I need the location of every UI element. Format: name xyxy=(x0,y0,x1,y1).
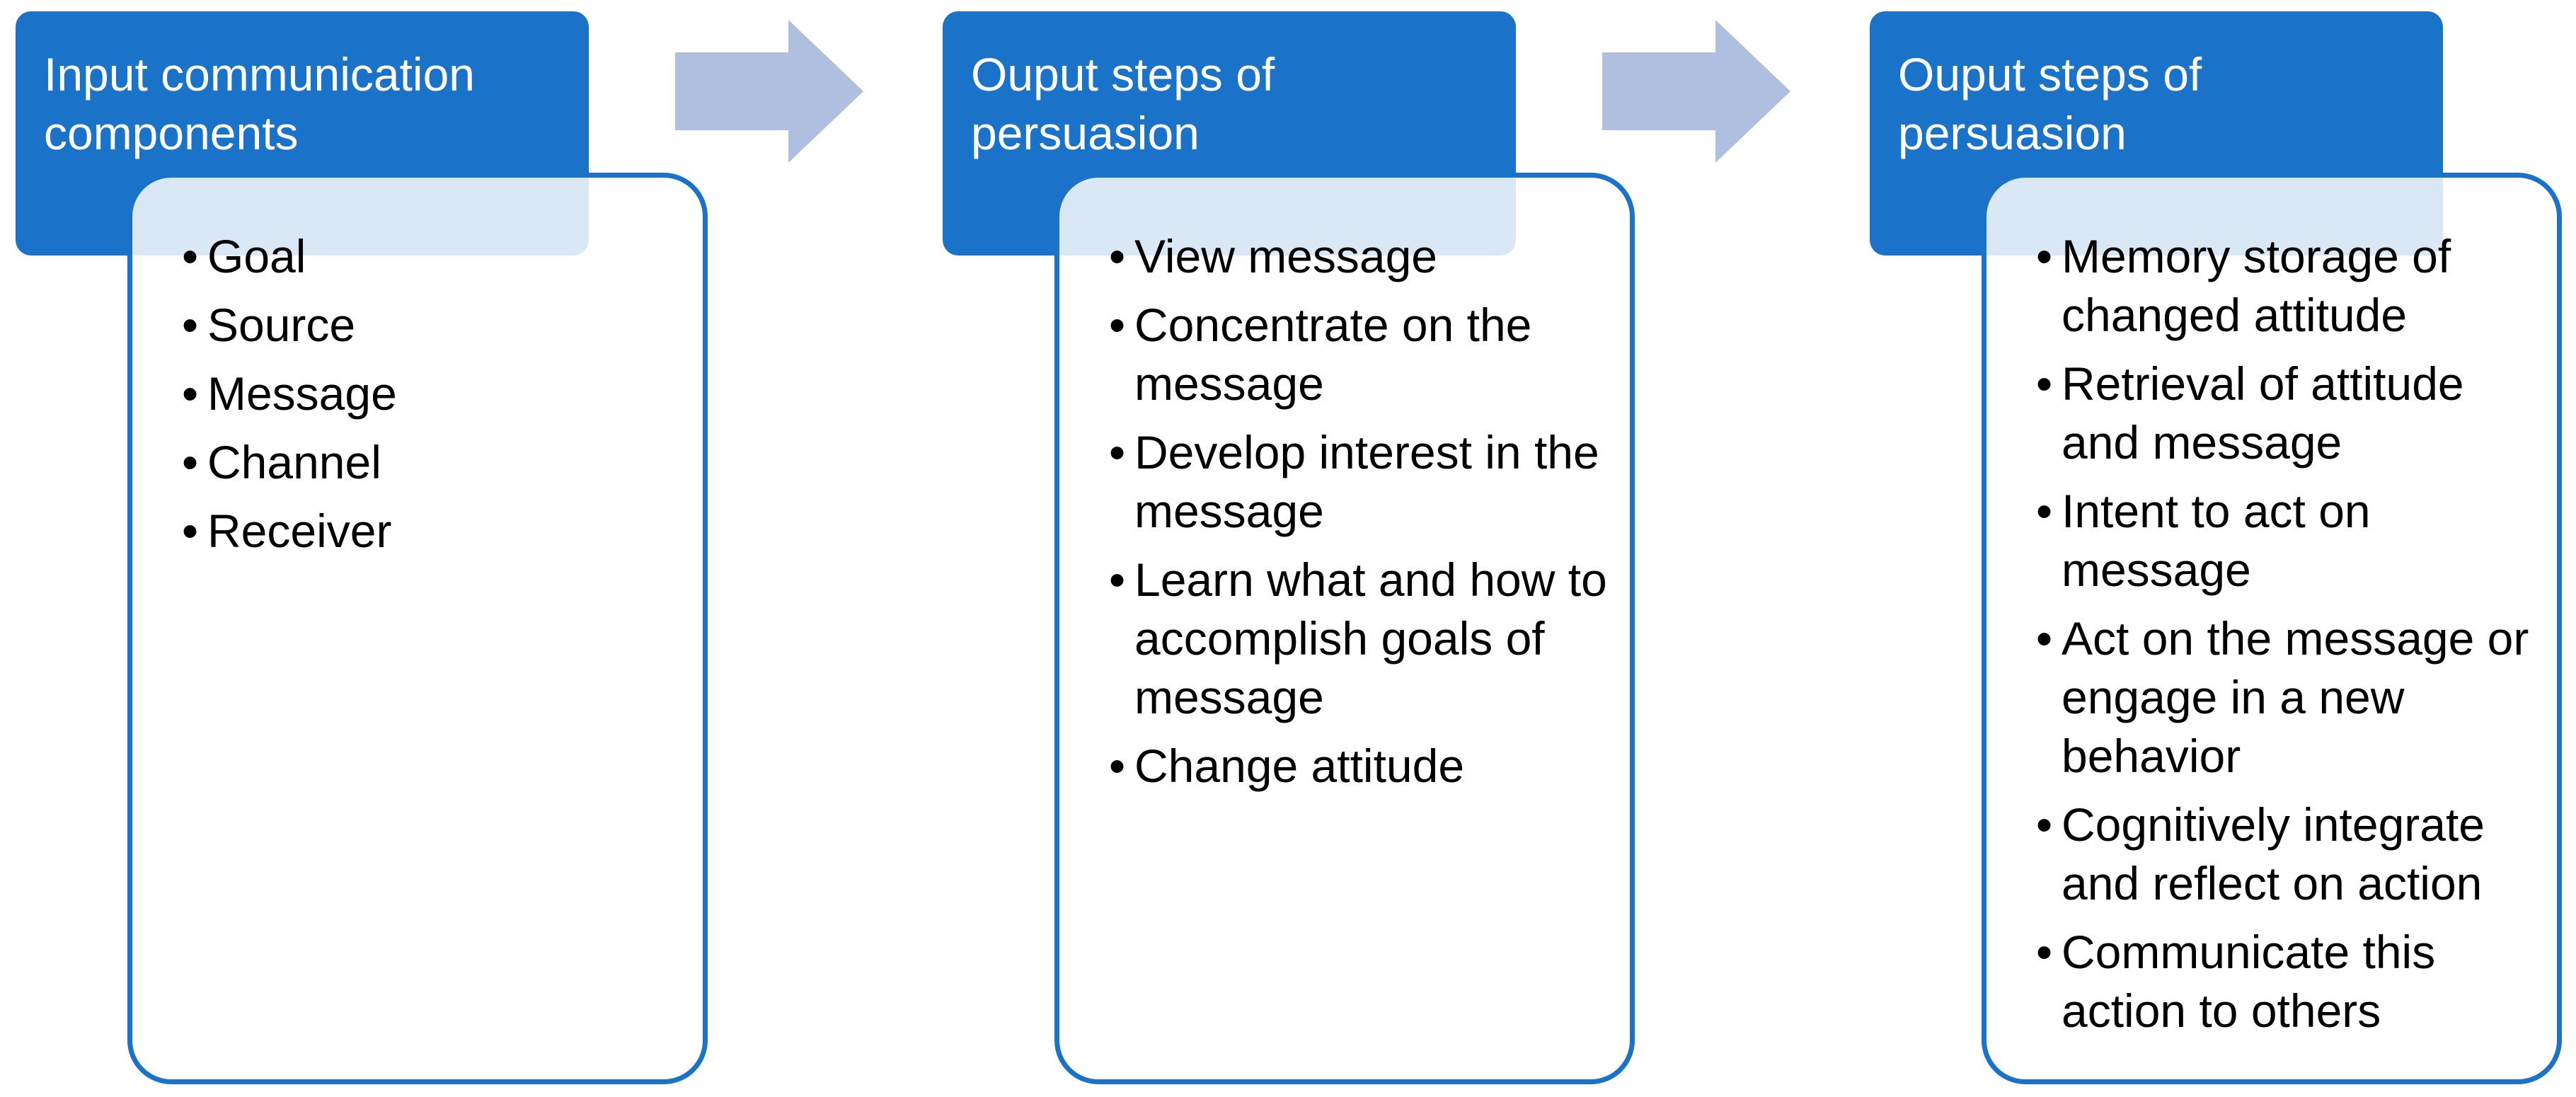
list-item: •Goal xyxy=(182,227,689,286)
list-item-text: Receiver xyxy=(207,505,392,557)
list-item-text: Goal xyxy=(207,230,306,282)
bullet-icon: • xyxy=(182,436,199,488)
bullet-icon: • xyxy=(2036,926,2053,978)
bullet-icon: • xyxy=(2036,357,2053,410)
list-item: •Concentrate on the message xyxy=(1109,296,1616,413)
column-3-item-list: •Memory storage of changed attitude•Retr… xyxy=(2036,227,2543,1040)
list-item: •View message xyxy=(1109,227,1616,286)
list-item-text: Concentrate on the message xyxy=(1134,299,1532,410)
list-item-text: Learn what and how to accomplish goals o… xyxy=(1134,553,1607,723)
bullet-icon: • xyxy=(182,299,199,351)
bullet-icon: • xyxy=(2036,798,2053,851)
list-item: •Learn what and how to accomplish goals … xyxy=(1109,551,1616,727)
list-item: •Act on the message or engage in a new b… xyxy=(2036,609,2543,786)
bullet-icon: • xyxy=(182,367,199,420)
list-item-text: Change attitude xyxy=(1134,740,1465,792)
bullet-icon: • xyxy=(2036,230,2053,282)
list-item: •Change attitude xyxy=(1109,737,1616,796)
list-item: •Cognitively integrate and reflect on ac… xyxy=(2036,796,2543,913)
list-item: •Receiver xyxy=(182,502,689,561)
bullet-icon: • xyxy=(1109,553,1126,606)
flow-arrow-1-icon xyxy=(675,20,863,163)
list-item: •Retrieval of attitude and message xyxy=(2036,355,2543,472)
bullet-icon: • xyxy=(2036,612,2053,665)
list-item-text: Intent to act on message xyxy=(2062,485,2371,596)
bullet-icon: • xyxy=(182,505,199,557)
list-item: •Develop interest in the message xyxy=(1109,423,1616,541)
column-2-item-list: •View message•Concentrate on the message… xyxy=(1109,227,1616,796)
list-item-text: View message xyxy=(1134,230,1438,282)
list-item: •Channel xyxy=(182,433,689,492)
list-item: •Intent to act on message xyxy=(2036,482,2543,599)
bullet-icon: • xyxy=(1109,740,1126,792)
list-item-text: Memory storage of changed attitude xyxy=(2062,230,2451,341)
list-item-text: Source xyxy=(207,299,356,351)
bullet-icon: • xyxy=(1109,426,1126,478)
column-3-content-box: •Memory storage of changed attitude•Retr… xyxy=(1982,173,2562,1084)
list-item-text: Act on the message or engage in a new be… xyxy=(2062,612,2529,782)
list-item-text: Message xyxy=(207,367,397,420)
list-item-text: Retrieval of attitude and message xyxy=(2062,357,2464,469)
list-item-text: Communicate this action to others xyxy=(2062,926,2436,1037)
bullet-icon: • xyxy=(182,230,199,282)
list-item-text: Cognitively integrate and reflect on act… xyxy=(2062,798,2485,909)
bullet-icon: • xyxy=(1109,299,1126,351)
bullet-icon: • xyxy=(2036,485,2053,537)
bullet-icon: • xyxy=(1109,230,1126,282)
list-item-text: Channel xyxy=(207,436,381,488)
list-item: •Source xyxy=(182,296,689,355)
list-item: •Communicate this action to others xyxy=(2036,923,2543,1040)
column-2-content-box: •View message•Concentrate on the message… xyxy=(1054,173,1635,1084)
list-item: •Message xyxy=(182,364,689,423)
column-1-item-list: •Goal•Source•Message•Channel•Receiver xyxy=(182,227,689,561)
column-1-content-box: •Goal•Source•Message•Channel•Receiver xyxy=(127,173,708,1084)
list-item-text: Develop interest in the message xyxy=(1134,426,1599,537)
flow-arrow-2-icon xyxy=(1602,20,1790,163)
list-item: •Memory storage of changed attitude xyxy=(2036,227,2543,345)
